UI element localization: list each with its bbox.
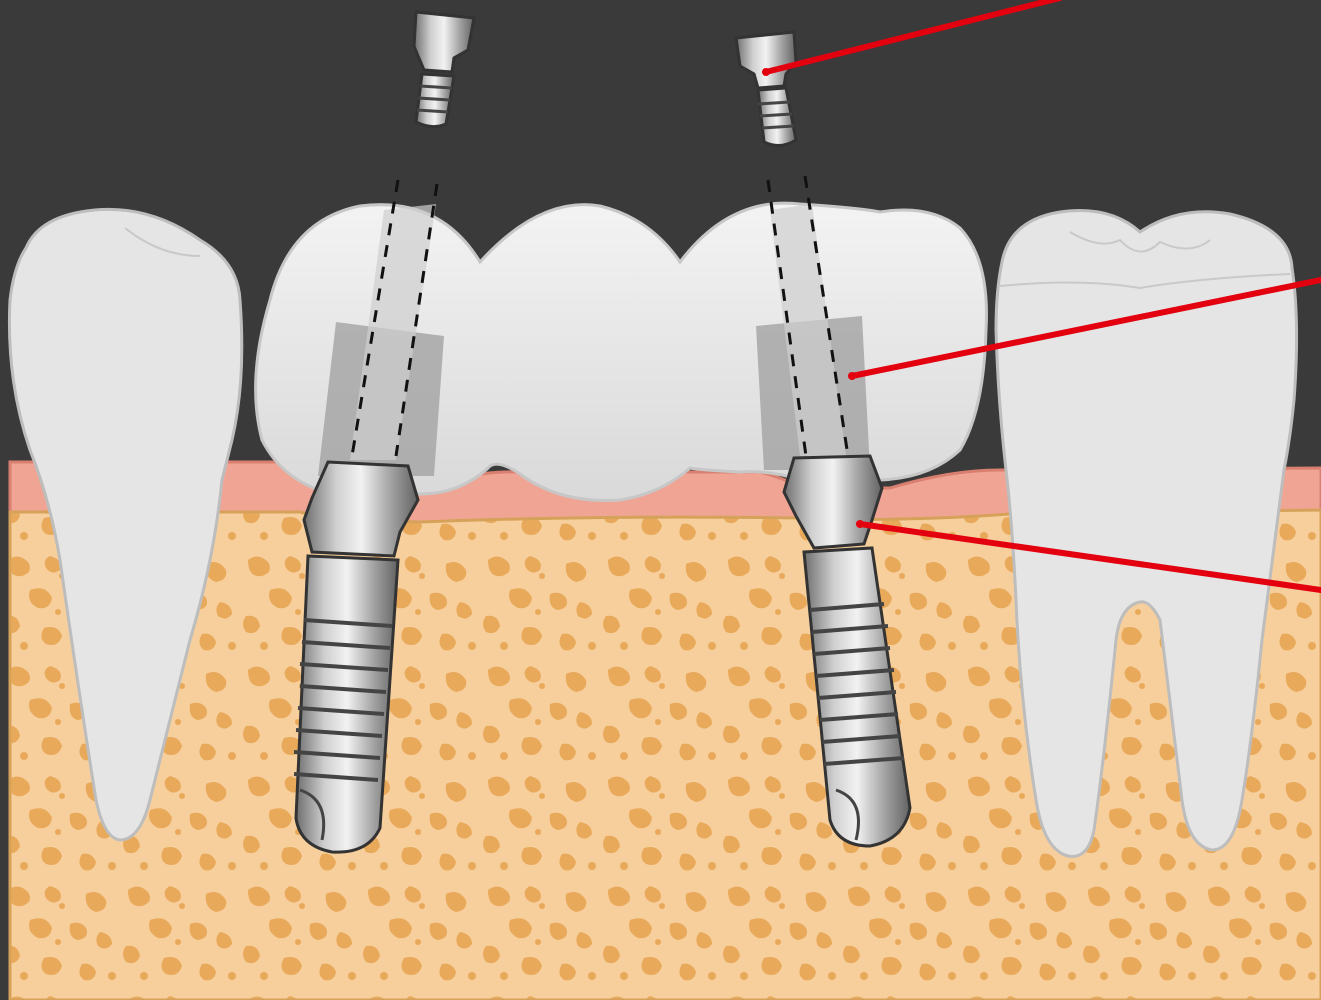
leader-dot-implant bbox=[856, 520, 864, 528]
leader-dot-screw bbox=[762, 68, 770, 76]
leader-dot-bridge bbox=[848, 372, 856, 380]
